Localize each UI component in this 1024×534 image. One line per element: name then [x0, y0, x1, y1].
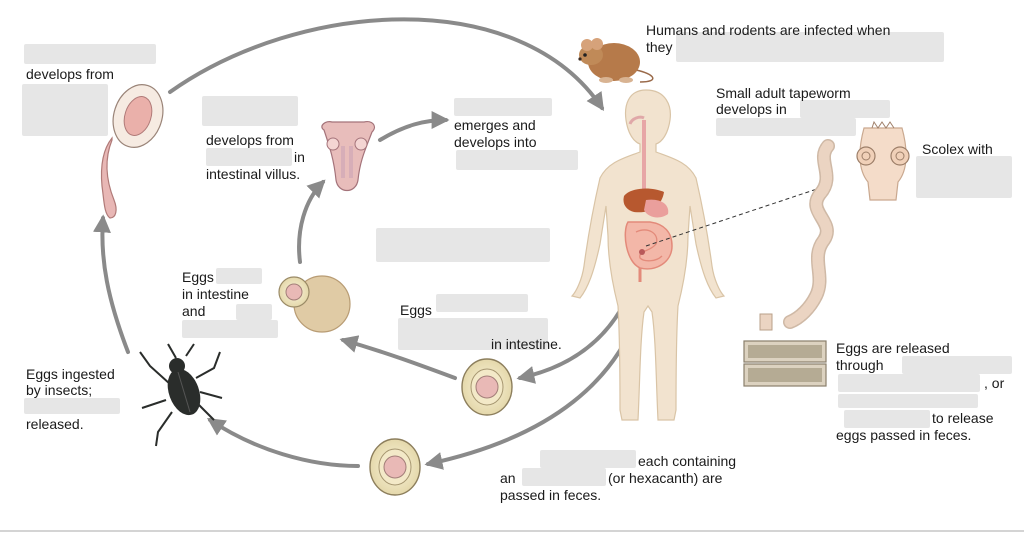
cysticercoid-larva-figure [100, 84, 164, 219]
label-eggs-mid-1: Eggs [400, 302, 432, 318]
human-body-figure [570, 89, 726, 421]
label-feces-2a: an [500, 470, 516, 486]
label-emerges-1: emerges and [454, 117, 536, 133]
arrow-to-human [168, 17, 605, 111]
tapeworm-figure [759, 139, 835, 331]
label-feces-2b: (or hexacanth) are [608, 470, 723, 486]
label-develops-from: develops from [26, 66, 114, 82]
label-feces-1: each containing [638, 453, 737, 469]
egg-mid-figure [461, 358, 513, 416]
arrow-beetle-to-larva [93, 214, 130, 354]
label-eggs-intestine-3: and [182, 303, 206, 319]
label-eggs-intestine-1: Eggs [182, 269, 214, 285]
mouse-icon [578, 38, 654, 83]
label-released-5: to release [932, 410, 994, 426]
label-scolex: Scolex with [922, 141, 993, 157]
arrow-to-cysticercoid [297, 179, 326, 264]
label-cyst-4: intestinal villus. [206, 166, 301, 182]
label-emerges-2: develops into [454, 134, 537, 150]
pointer-line [645, 187, 821, 247]
arrow-to-oncosphere [378, 111, 450, 142]
gravid-proglottids [743, 340, 827, 387]
label-cyst-2: develops from [206, 132, 294, 148]
label-released-1: Eggs are released [836, 340, 950, 356]
label-eggs-mid-3: in intestine. [491, 336, 562, 352]
bottom-divider [0, 530, 1024, 532]
label-adult-2: develops in [716, 101, 787, 117]
intestine-egg-figure [278, 275, 351, 333]
villus-cysticercoid-figure [321, 121, 376, 192]
scolex-figure [856, 120, 910, 201]
beetle-icon [139, 343, 223, 447]
arrow-to-beetle [207, 418, 360, 468]
label-cyst-3: in [294, 149, 305, 165]
label-insects-4: released. [26, 416, 84, 432]
label-insects-2: by insects; [26, 382, 93, 398]
label-humans-rodents-2: they [646, 39, 673, 55]
label-feces-3: passed in feces. [500, 487, 602, 503]
arrow-to-eggs-intestine [339, 335, 457, 380]
label-released-2: through [836, 357, 884, 373]
label-released-6: eggs passed in feces. [836, 427, 972, 443]
label-adult-1: Small adult tapeworm [716, 85, 851, 101]
label-eggs-intestine-2: in intestine [182, 286, 249, 302]
label-released-3: , or [984, 375, 1005, 391]
label-insects-1: Eggs ingested [26, 366, 115, 382]
egg-feces-figure [369, 438, 421, 496]
label-humans-rodents-1: Humans and rodents are infected when [646, 22, 891, 38]
